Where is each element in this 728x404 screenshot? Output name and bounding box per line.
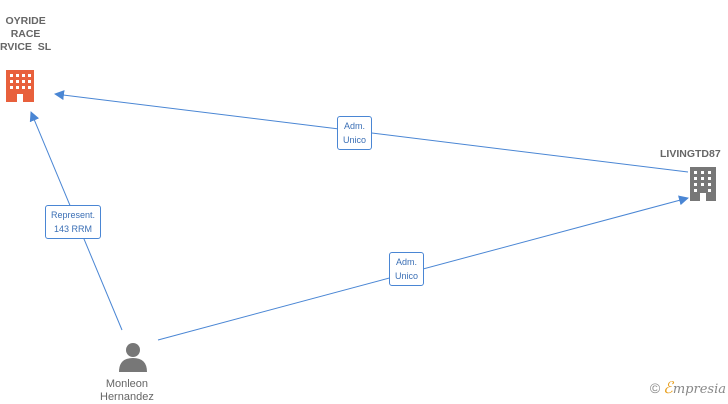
building-icon[interactable]: [6, 70, 34, 102]
edge-label-adm-top: Adm. Unico: [337, 116, 373, 150]
person-label[interactable]: Monleon Hernandez: [100, 378, 154, 403]
edge-label-represent: Represent. 143 RRM: [45, 205, 102, 239]
company-label-top[interactable]: OYRIDE RACE RVICE SL: [0, 15, 52, 53]
copyright-symbol: ©: [649, 379, 661, 396]
person-icon[interactable]: [119, 343, 147, 372]
empresia-logo: © ℰmpresia: [650, 378, 726, 397]
brand-name: ℰmpresia: [663, 378, 726, 397]
company-label-right[interactable]: LIVINGTD87: [660, 148, 721, 160]
edge-label-adm-bottom: Adm. Unico: [389, 252, 425, 286]
building-icon[interactable]: [690, 167, 716, 201]
